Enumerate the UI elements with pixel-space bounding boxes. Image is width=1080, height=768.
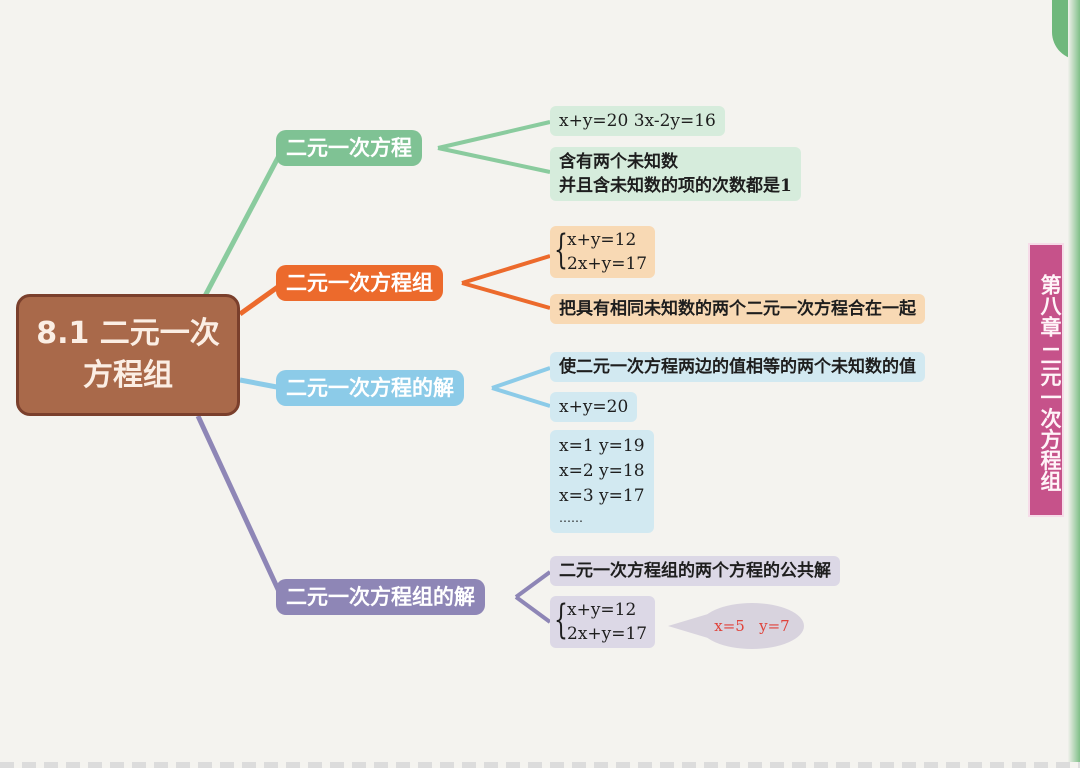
leaf-text-line: 含有两个未知数: [559, 152, 678, 172]
system-equation: x+y=12: [567, 230, 637, 250]
leaf-text: 把具有相同未知数的两个二元一次方程合在一起: [559, 299, 916, 319]
branch-equation-solution: 二元一次方程的解: [276, 370, 464, 406]
leaf-text: x+y=20: [559, 397, 629, 417]
solution-pair: x=3 y=17: [559, 486, 645, 506]
brace-icon: {: [554, 597, 568, 643]
ellipsis: ……: [559, 511, 583, 525]
leaf-system-solution-definition: 二元一次方程组的两个方程的公共解: [550, 556, 840, 586]
leaf-system-example: { x+y=12 2x+y=17: [550, 226, 656, 278]
leaf-text: x+y=20 3x-2y=16: [559, 111, 716, 131]
branch-system-solution: 二元一次方程组的解: [276, 579, 485, 615]
solution-callout: x=5 y=7: [700, 603, 804, 649]
leaf-equation-definition: 含有两个未知数 并且含未知数的项的次数都是1: [550, 147, 801, 201]
leaf-equation-examples: x+y=20 3x-2y=16: [550, 106, 725, 136]
leaf-solution-equation: x+y=20: [550, 392, 638, 422]
page-edge: [1068, 0, 1080, 768]
system-equation: 2x+y=17: [567, 624, 648, 644]
root-topic: 8.1 二元一次 方程组: [16, 294, 240, 416]
bottom-strip: [0, 762, 1080, 768]
system-equation: x+y=12: [567, 600, 637, 620]
chapter-tab: 第八章 二元一次方程组: [1028, 243, 1064, 517]
leaf-text: 使二元一次方程两边的值相等的两个未知数的值: [559, 357, 916, 377]
solution-pair: x=2 y=18: [559, 461, 645, 481]
branch-linear-system: 二元一次方程组: [276, 265, 443, 301]
leaf-system-solution-example: { x+y=12 2x+y=17: [550, 596, 656, 648]
branch-linear-equation: 二元一次方程: [276, 130, 422, 166]
leaf-system-definition: 把具有相同未知数的两个二元一次方程合在一起: [550, 294, 925, 324]
leaf-text: 二元一次方程组的两个方程的公共解: [559, 561, 831, 581]
leaf-text-line: 并且含未知数的项的次数都是1: [559, 176, 792, 196]
leaf-solution-definition: 使二元一次方程两边的值相等的两个未知数的值: [550, 352, 925, 382]
leaf-solution-values: x=1 y=19 x=2 y=18 x=3 y=17 ……: [550, 430, 654, 533]
system-equation: 2x+y=17: [567, 254, 648, 274]
solution-pair: x=1 y=19: [559, 436, 645, 456]
root-title-line1: 8.1 二元一次: [36, 316, 220, 351]
root-title-line2: 方程组: [83, 358, 173, 393]
brace-icon: {: [554, 227, 568, 273]
